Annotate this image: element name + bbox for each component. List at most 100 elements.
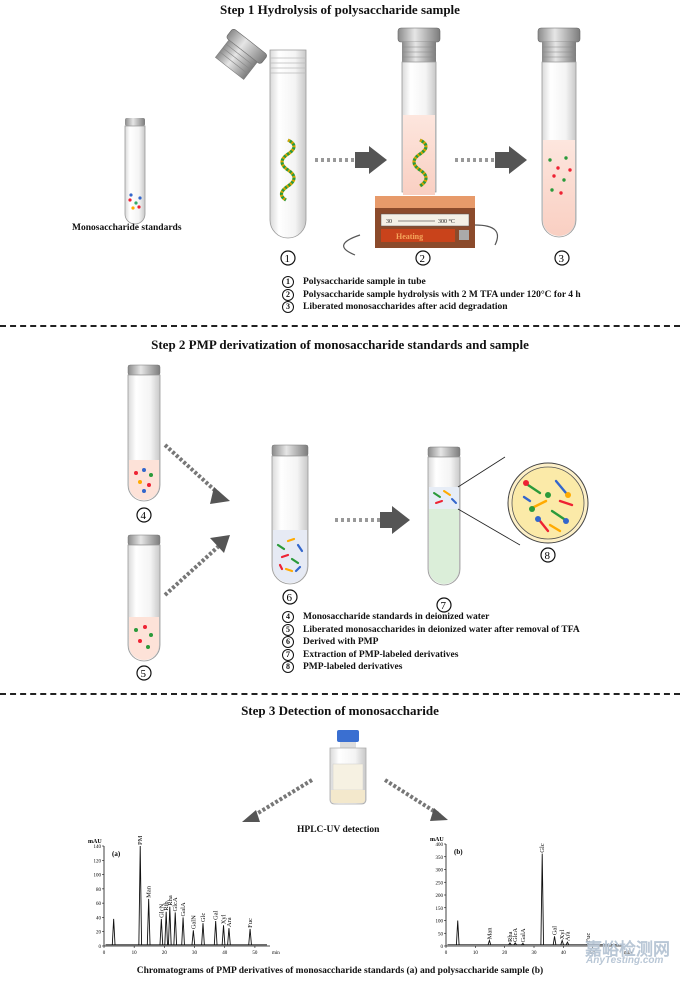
peak xyxy=(513,942,517,946)
watermark-en: AnyTesting.com xyxy=(586,955,664,966)
peak-label: Glc xyxy=(539,843,546,853)
legend-text: Derived with PMP xyxy=(303,637,379,647)
heater-temp-high: 300 °C xyxy=(438,218,455,225)
legend-text: PMP-labeled derivatives xyxy=(303,662,403,672)
peak xyxy=(213,920,218,945)
loose-cap xyxy=(214,28,267,80)
peak xyxy=(167,906,172,945)
watermark-cn: 嘉峪检测网 xyxy=(585,940,670,959)
peak-label: PMP xyxy=(137,836,144,845)
peak xyxy=(521,942,525,946)
x-axis-label: min xyxy=(272,951,280,956)
y-tick-label: 120 xyxy=(94,859,102,864)
peak xyxy=(146,898,151,945)
y-tick-label: 20 xyxy=(96,931,102,936)
y-tick-label: 60 xyxy=(96,902,102,907)
peak-label: GalA xyxy=(520,928,527,942)
x-axis-label: min xyxy=(624,951,632,956)
legend-text: Extraction of PMP-labeled derivatives xyxy=(303,649,459,660)
y-tick-label: 0 xyxy=(441,945,444,950)
peak xyxy=(111,918,116,945)
standards-tube xyxy=(124,118,146,225)
peak xyxy=(173,912,178,945)
panel-label: (b) xyxy=(454,848,463,856)
legend-number: 3 xyxy=(282,301,294,314)
peak-label: GalA xyxy=(180,902,187,916)
peak-label: Xyl xyxy=(221,914,228,924)
heater-label: Heating xyxy=(396,232,423,241)
legend-number: 7 xyxy=(282,648,294,661)
y-tick-label: 80 xyxy=(96,888,102,893)
y-tick-label: 300 xyxy=(436,869,444,874)
tube-4 xyxy=(127,364,161,502)
legend-number: 4 xyxy=(282,611,294,624)
x-tick-label: 20 xyxy=(502,951,508,956)
y-tick-label: 140 xyxy=(94,845,102,850)
y-tick-label: 0 xyxy=(99,945,102,950)
svg-text:3: 3 xyxy=(559,253,565,265)
peak xyxy=(138,845,143,945)
tube-6 xyxy=(271,444,309,585)
peak xyxy=(560,938,564,945)
x-tick-label: 10 xyxy=(132,951,138,956)
peak-label: GlcA xyxy=(512,928,519,942)
peak-label: Man xyxy=(486,927,493,940)
peak xyxy=(164,911,168,945)
peak-label: Rha xyxy=(507,931,514,942)
x-tick-label: 0 xyxy=(445,951,448,956)
peak xyxy=(221,925,226,945)
hplc-detection-label: HPLC-UV detection xyxy=(297,825,380,835)
tube-1 xyxy=(269,49,307,239)
x-tick-label: 30 xyxy=(532,951,538,956)
arrow-to-chart-b xyxy=(383,778,448,821)
chromatogram-caption: Chromatograms of PMP derivatives of mono… xyxy=(136,966,544,976)
peak xyxy=(586,942,590,946)
step1-title: Step 1 Hydrolysis of polysaccharide samp… xyxy=(220,2,460,17)
heater-temp-low: 30 xyxy=(386,219,392,225)
legend-text: Polysaccharide sample in tube xyxy=(303,277,426,287)
peak-label: Ara xyxy=(564,931,571,941)
step1-illustration: 30 300 °C Heating 1 2 3 xyxy=(124,27,581,266)
y-tick-label: 50 xyxy=(438,932,444,937)
x-tick-label: 30 xyxy=(192,951,198,956)
x-tick-label: 10 xyxy=(473,951,479,956)
badge-8: 8 xyxy=(545,550,551,562)
x-tick-label: 50 xyxy=(252,951,258,956)
heating-block xyxy=(343,196,499,256)
peak-label: Ara xyxy=(226,917,233,927)
y-tick-label: 350 xyxy=(436,856,444,861)
step3-title: Step 3 Detection of monosaccharide xyxy=(241,703,439,718)
y-axis-label: mAU xyxy=(88,839,102,845)
peak-label: Gal xyxy=(213,910,220,920)
arrow-5-to-6 xyxy=(163,535,230,597)
legend-text: Liberated monosaccharides in deionized w… xyxy=(303,624,580,635)
peak xyxy=(508,942,512,946)
x-tick-label: 0 xyxy=(103,951,106,956)
peak-label: GalN xyxy=(190,915,197,929)
peak xyxy=(552,936,557,945)
x-tick-label: 40 xyxy=(222,951,228,956)
step3-illustration xyxy=(242,730,448,822)
y-tick-label: 40 xyxy=(96,916,102,921)
y-tick-label: 100 xyxy=(94,874,102,879)
arrow-2 xyxy=(455,146,527,174)
peak-label: GlcN xyxy=(158,903,165,917)
y-axis-label: mAU xyxy=(430,837,444,843)
peak-label: Glc xyxy=(200,913,207,923)
legend-text: Polysaccharide sample hydrolysis with 2 … xyxy=(303,289,581,300)
step2-illustration: 4 5 6 xyxy=(127,364,589,681)
badge-6: 6 xyxy=(287,592,293,604)
peak xyxy=(540,853,544,945)
peak-label: Rib xyxy=(163,901,170,910)
